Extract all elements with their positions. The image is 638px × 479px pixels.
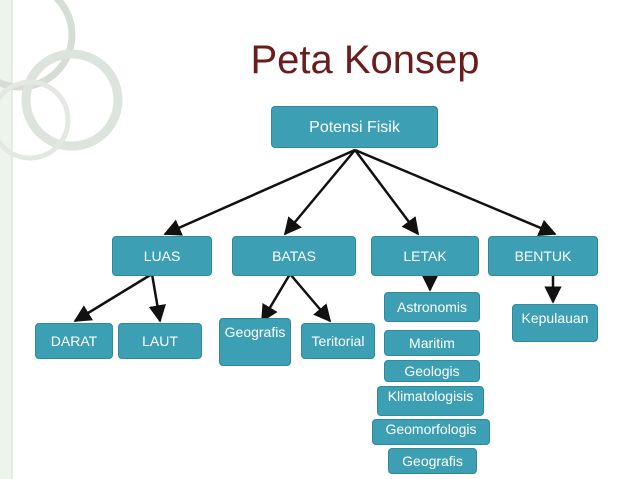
node-klimatologisis: Klimatologisis	[377, 386, 484, 416]
node-darat: DARAT	[35, 323, 113, 359]
node-geografis-letak: Geografis	[388, 448, 477, 474]
node-maritim: Maritim	[384, 330, 480, 356]
arrow-batas-teritorial	[289, 273, 332, 323]
node-geomorfologis: Geomorfologis	[372, 419, 490, 445]
node-batas: BATAS	[232, 236, 356, 276]
node-geologis: Geologis	[384, 360, 480, 382]
arrow-batas-geografis	[260, 273, 292, 323]
arrow-luas-laut	[148, 273, 166, 323]
arrow-root-batas	[283, 149, 356, 236]
node-astronomis: Astronomis	[384, 292, 480, 322]
arrow-luas-darat	[73, 272, 153, 323]
node-luas: LUAS	[112, 236, 212, 276]
page-title: Peta Konsep	[250, 38, 480, 82]
node-laut: LAUT	[118, 323, 202, 359]
node-kepulauan: Kepulauan	[512, 304, 598, 342]
arrow-root-bentuk	[354, 148, 557, 236]
node-bentuk: BENTUK	[488, 236, 598, 276]
arrow-root-luas	[163, 148, 356, 236]
node-teritorial: Teritorial	[301, 323, 375, 359]
node-geografis-batas: Geografis	[219, 318, 291, 366]
node-letak: LETAK	[371, 236, 479, 276]
arrow-root-letak	[354, 149, 420, 236]
node-potensi-fisik: Potensi Fisik	[271, 106, 438, 148]
